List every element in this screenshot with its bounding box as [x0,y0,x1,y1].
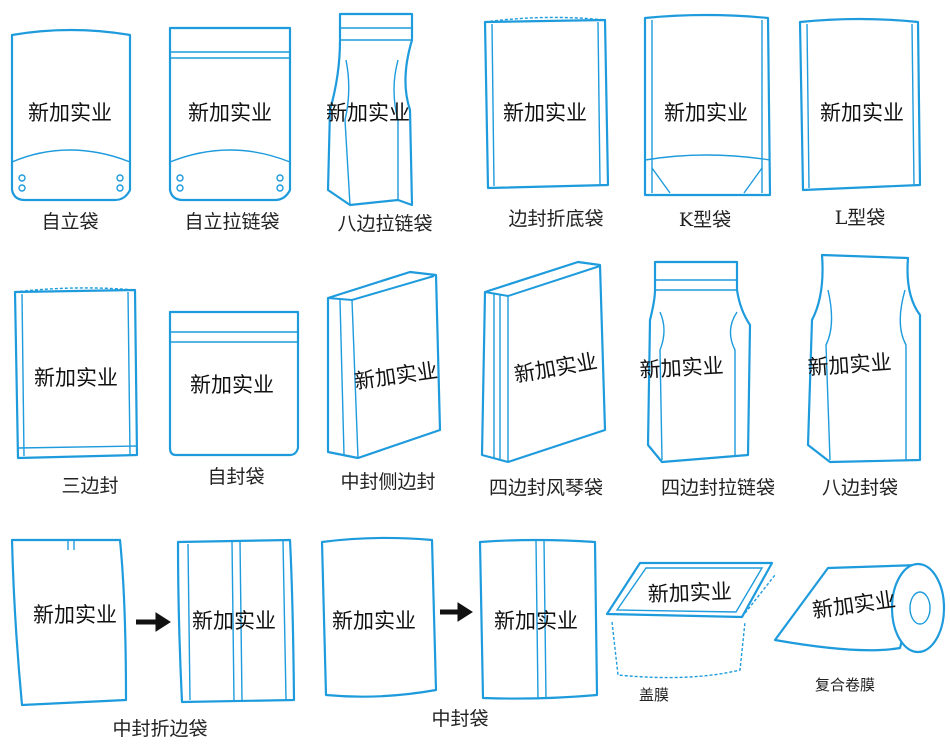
bag-four-side-accordion: 新加实业 四边封风琴袋 [480,260,607,499]
caption-l-type: L型袋 [835,207,886,229]
brand-label: 新加实业 [503,101,587,125]
right-arrow-icon [136,612,171,632]
bag-center-seal-side-gusset: 新加实业 中封侧边封 [326,270,442,493]
bag-self-seal: 新加实业 自封袋 [168,310,300,488]
caption-laminated-roll-film: 复合卷膜 [815,676,875,694]
brand-label: 新加实业 [190,373,274,397]
group-center-seal: 新加实业 新加实业 中封袋 [320,536,599,730]
brand-label: 新加实业 [494,609,578,633]
bag-stand-up-pouch: 新加实业 自立袋 [10,28,132,233]
caption-k-type: K型袋 [679,209,731,231]
right-arrow-icon [440,602,473,622]
bag-four-side-zipper: 新加实业 四边封拉链袋 [639,260,775,499]
caption-side-seal-folded-bottom: 边封折底袋 [508,208,603,230]
caption-lidding-film: 盖膜 [639,686,669,704]
caption-center-seal: 中封袋 [431,708,488,730]
brand-label: 新加实业 [664,101,748,125]
brand-label: 新加实业 [33,603,117,627]
group-center-seal-folded-edge: 新加实业 新加实业 中封折边袋 [10,538,296,740]
bag-eight-side-zipper: 新加实业 八边拉链袋 [326,12,433,235]
caption-eight-side-seal: 八边封袋 [822,477,898,499]
caption-four-side-zipper: 四边封拉链袋 [661,477,775,499]
caption-self-seal: 自封袋 [207,466,264,488]
bag-stand-up-zipper-pouch: 新加实业 自立拉链袋 [168,26,292,233]
bag-three-side-seal: 新加实业 三边封 [13,287,139,497]
laminated-roll-film: 新加实业 复合卷膜 [773,562,946,694]
brand-label: 新加实业 [326,101,410,125]
bag-k-type: 新加实业 K型袋 [643,13,772,231]
brand-label: 新加实业 [34,366,118,390]
bag-l-type: 新加实业 L型袋 [798,17,922,229]
caption-center-seal-folded-edge: 中封折边袋 [112,718,207,740]
brand-label: 新加实业 [647,580,732,607]
caption-eight-side-zipper: 八边拉链袋 [337,213,432,235]
caption-three-side-seal: 三边封 [61,475,118,497]
brand-label: 新加实业 [807,350,892,380]
bag-side-seal-folded-bottom: 新加实业 边封折底袋 [483,16,610,230]
brand-label: 新加实业 [192,609,276,633]
bag-eight-side-seal: 新加实业 八边封袋 [807,253,922,499]
lidding-film: 新加实业 盖膜 [605,561,776,704]
brand-label: 新加实业 [332,609,416,633]
brand-label: 新加实业 [28,101,112,125]
caption-center-seal-side-gusset: 中封侧边封 [340,471,435,493]
caption-stand-up-zipper-pouch: 自立拉链袋 [184,211,279,233]
brand-label: 新加实业 [639,354,724,382]
brand-label: 新加实业 [188,101,272,125]
caption-stand-up-pouch: 自立袋 [41,211,98,233]
caption-four-side-accordion: 四边封风琴袋 [489,477,603,499]
brand-label: 新加实业 [820,101,904,125]
